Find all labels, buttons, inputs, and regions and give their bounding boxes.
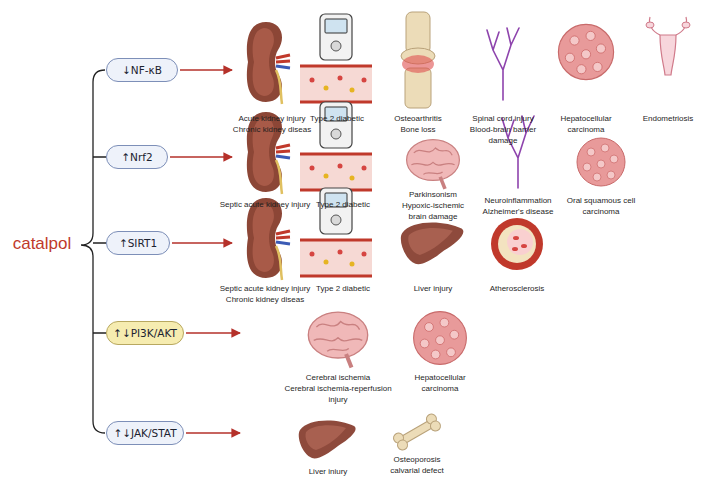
- artery-icon: [513, 236, 519, 240]
- pathway-pill: ↑Nrf2: [106, 145, 168, 169]
- disease-label: Liver injury: [414, 283, 453, 294]
- tumor-icon: [558, 24, 613, 79]
- disease-label: Chronic kidney diseas: [233, 124, 311, 135]
- disease-label: brain damage: [409, 211, 458, 222]
- bone-icon: [396, 438, 410, 452]
- pathway-pill: ↑↓JAK/STAT: [106, 421, 184, 445]
- disease-label: Spinal cord injury: [472, 113, 533, 124]
- disease-label: Hepatocellular: [414, 372, 465, 383]
- disease-label: Chronic kidney diseas: [226, 294, 304, 305]
- liver-icon: [299, 420, 356, 458]
- pathway-name: ↓NF-κB: [122, 64, 162, 76]
- bracket: [93, 157, 106, 333]
- disease-label: carcinoma: [422, 383, 459, 394]
- bone-icon: [392, 412, 443, 452]
- uterus-icon: [646, 17, 690, 75]
- disease-label: carcinoma: [583, 206, 620, 217]
- uterus-icon: [660, 35, 676, 75]
- bracket: [81, 70, 105, 433]
- bracket: [81, 70, 106, 433]
- tumor-icon: [577, 138, 625, 186]
- bone-icon: [429, 419, 443, 433]
- pathway-name: ↑↓JAK/STAT: [113, 427, 176, 439]
- brain-icon: [407, 140, 460, 189]
- liver-icon: [401, 222, 464, 264]
- row-icons-nfkb: [247, 12, 690, 108]
- disease-label: Septic acute kidney injury: [220, 283, 311, 294]
- row-icons-pi3k: [308, 312, 466, 368]
- artery-icon: [491, 218, 543, 270]
- disease-label: Septic acute kidney injury: [220, 199, 311, 210]
- glucometer-icon: [300, 188, 372, 276]
- disease-label: Oral squamous cell: [567, 195, 635, 206]
- disease-label: Acute kidney injury: [238, 113, 305, 124]
- disease-label: calvarial defect: [390, 465, 443, 476]
- disease-label: Parkinsonism: [409, 189, 457, 200]
- disease-label: damage: [489, 135, 518, 146]
- disease-label: Osteoarthritis: [394, 113, 442, 124]
- disease-label: Hepatocellular: [560, 113, 611, 124]
- pathway-name: ↑SIRT1: [119, 237, 157, 249]
- brain-icon: [308, 312, 367, 367]
- row-icons-jak: [299, 412, 443, 458]
- knee-icon: [405, 68, 431, 108]
- uterus-icon: [646, 22, 654, 28]
- disease-label: Atherosclerosis: [490, 283, 545, 294]
- red-arrow: [170, 156, 232, 158]
- pathway-pill: ↑↓PI3K/AKT: [106, 321, 184, 345]
- glucometer-icon: [300, 102, 372, 190]
- red-arrow: [180, 69, 232, 71]
- tumor-icon: [414, 312, 467, 365]
- pathway-name: ↑Nrf2: [121, 151, 152, 163]
- uterus-icon: [649, 17, 686, 35]
- disease-label: Bone loss: [400, 124, 435, 135]
- compound-name: catalpol: [13, 233, 72, 254]
- disease-label: carcinoma: [568, 124, 605, 135]
- disease-label: Osteoporosis: [393, 454, 440, 465]
- red-arrow: [170, 70, 240, 433]
- knee-icon: [401, 12, 435, 108]
- disease-label: Neuroinflammation: [484, 195, 551, 206]
- disease-label: Type 2 diabetic: [316, 199, 370, 210]
- artery-icon: [491, 218, 543, 270]
- red-arrow: [172, 242, 232, 244]
- red-arrow: [186, 432, 240, 434]
- pathway-name: ↑↓PI3K/AKT: [113, 327, 177, 339]
- disease-label: Liver iniury: [309, 466, 348, 477]
- disease-label: Type 2 diabetic: [316, 283, 370, 294]
- red-arrow: [186, 332, 240, 334]
- artery-icon: [512, 247, 518, 251]
- disease-label: injury: [328, 394, 347, 405]
- disease-label: Endometriosis: [643, 113, 694, 124]
- disease-label: Type 2 diabetic: [310, 113, 364, 124]
- disease-label: Alzheimer's disease: [483, 206, 554, 217]
- artery-icon: [507, 229, 533, 255]
- disease-label: Cerebral ischemia: [306, 372, 370, 383]
- glucometer-icon: [300, 14, 372, 102]
- disease-label: Blood-brain barrier: [470, 124, 536, 135]
- uterus-icon: [682, 22, 690, 28]
- kidney-icon: [247, 112, 290, 194]
- disease-label: Cerebral ischemia-reperfusion: [284, 383, 391, 394]
- nerve-icon: [487, 28, 519, 100]
- disease-label: Hypoxic-ischemic: [402, 200, 464, 211]
- pathway-pill: ↑SIRT1: [106, 231, 170, 255]
- artery-icon: [498, 225, 536, 263]
- kidney-icon: [247, 22, 290, 104]
- kidney-icon: [247, 198, 290, 280]
- pathway-pill: ↓NF-κB: [106, 58, 178, 82]
- artery-icon: [521, 244, 527, 248]
- knee-icon: [402, 55, 434, 73]
